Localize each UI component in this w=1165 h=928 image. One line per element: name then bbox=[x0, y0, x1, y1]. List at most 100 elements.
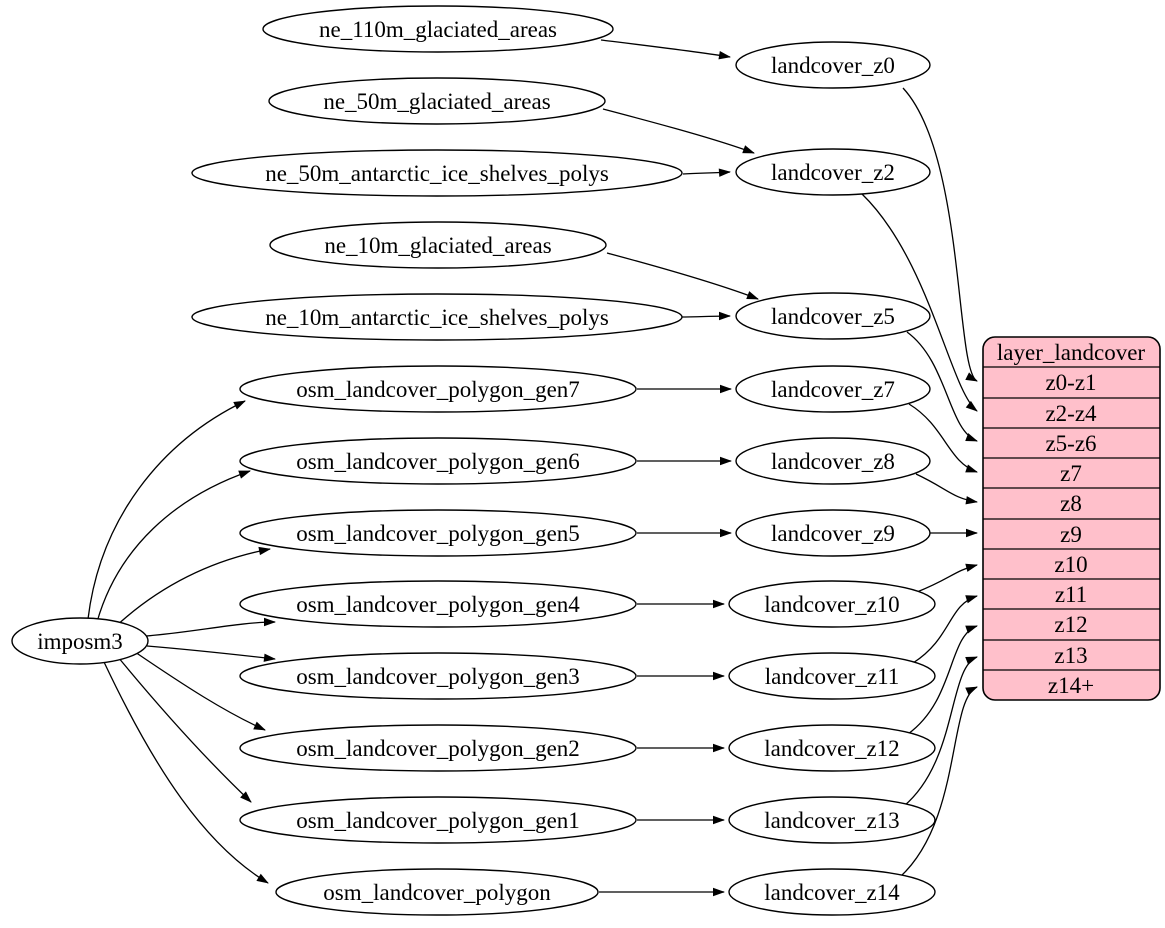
layer-row-z8: z8 bbox=[1060, 491, 1082, 516]
layer-row-z12: z12 bbox=[1054, 612, 1087, 637]
node-osm_landcover_polygon_gen2: osm_landcover_polygon_gen2 bbox=[239, 724, 637, 772]
source-ellipse bbox=[191, 149, 683, 197]
transform-label: landcover_z12 bbox=[764, 736, 899, 761]
edge-landcover_z13-layer-z13 bbox=[903, 656, 978, 807]
transform-ellipse bbox=[728, 652, 936, 700]
node-osm_landcover_polygon_gen7: osm_landcover_polygon_gen7 bbox=[239, 365, 637, 413]
source-label: ne_10m_antarctic_ice_shelves_polys bbox=[265, 305, 609, 330]
edge-imposm3-osm_landcover_polygon_gen3 bbox=[146, 645, 276, 662]
node-landcover_z5: landcover_z5 bbox=[735, 292, 931, 340]
layer-row-z2-z4: z2-z4 bbox=[1045, 401, 1097, 426]
edge-landcover_z2-layer-z2-z4 bbox=[861, 193, 978, 412]
transform-label: landcover_z10 bbox=[764, 592, 899, 617]
nodes-group: imposm3 ne_110m_glaciated_areas ne_50m_g… bbox=[11, 5, 1161, 916]
transform-label: landcover_z14 bbox=[764, 880, 900, 905]
transform-ellipse bbox=[728, 796, 936, 844]
edge-imposm3-osm_landcover_polygon_gen5 bbox=[113, 546, 271, 629]
node-ne_10m_antarctic_ice_shelves_polys: ne_10m_antarctic_ice_shelves_polys bbox=[191, 293, 683, 341]
edges-group bbox=[87, 39, 978, 897]
node-osm_landcover_polygon_gen5: osm_landcover_polygon_gen5 bbox=[239, 509, 637, 557]
node-imposm3: imposm3 bbox=[11, 617, 149, 665]
source-label: ne_10m_glaciated_areas bbox=[324, 233, 551, 258]
source-ellipse bbox=[239, 437, 637, 485]
node-ne_10m_glaciated_areas: ne_10m_glaciated_areas bbox=[269, 221, 607, 269]
source-ellipse bbox=[262, 5, 614, 53]
transform-ellipse bbox=[728, 868, 936, 916]
source-ellipse bbox=[269, 221, 607, 269]
edge-ne_10m_antarctic_ice_shelves_polys-landcover_z5 bbox=[680, 311, 731, 321]
node-landcover_z0: landcover_z0 bbox=[735, 41, 931, 89]
source-ellipse bbox=[268, 77, 606, 125]
edge-ne_10m_glaciated_areas-landcover_z5 bbox=[606, 252, 759, 300]
source-ellipse bbox=[239, 365, 637, 413]
node-ne_50m_glaciated_areas: ne_50m_glaciated_areas bbox=[268, 77, 606, 125]
layer-row-z5-z6: z5-z6 bbox=[1045, 431, 1096, 456]
node-osm_landcover_polygon_gen1: osm_landcover_polygon_gen1 bbox=[239, 796, 637, 844]
node-landcover_z14: landcover_z14 bbox=[728, 868, 936, 916]
transform-ellipse bbox=[735, 437, 931, 485]
transform-ellipse bbox=[735, 148, 931, 196]
node-landcover_z12: landcover_z12 bbox=[728, 724, 936, 772]
transform-label: landcover_z2 bbox=[771, 160, 895, 185]
source-ellipse bbox=[239, 580, 637, 628]
source-label: osm_landcover_polygon bbox=[323, 880, 551, 905]
node-landcover_z7: landcover_z7 bbox=[735, 365, 931, 413]
transform-label: landcover_z11 bbox=[765, 664, 900, 689]
layer-row-z0-z1: z0-z1 bbox=[1045, 370, 1096, 395]
node-osm_landcover_polygon_gen6: osm_landcover_polygon_gen6 bbox=[239, 437, 637, 485]
source-ellipse bbox=[239, 509, 637, 557]
imposm3-ellipse bbox=[11, 617, 149, 665]
source-label: ne_50m_glaciated_areas bbox=[323, 89, 550, 114]
edge-imposm3-osm_landcover_polygon_gen7 bbox=[87, 400, 246, 620]
edge-imposm3-osm_landcover_polygon bbox=[103, 661, 269, 884]
node-landcover_z10: landcover_z10 bbox=[728, 580, 936, 628]
source-ellipse bbox=[239, 724, 637, 772]
edge-landcover_z8-layer-z8 bbox=[915, 473, 978, 505]
transform-ellipse bbox=[728, 724, 936, 772]
layer-row-z7: z7 bbox=[1060, 461, 1082, 486]
layer-row-z10: z10 bbox=[1054, 552, 1087, 577]
node-landcover_z11: landcover_z11 bbox=[728, 652, 936, 700]
source-label: osm_landcover_polygon_gen7 bbox=[296, 377, 580, 402]
edge-imposm3-osm_landcover_polygon_gen6 bbox=[96, 470, 251, 623]
source-label: ne_50m_antarctic_ice_shelves_polys bbox=[265, 161, 609, 186]
source-label: osm_landcover_polygon_gen3 bbox=[296, 664, 580, 689]
source-label: osm_landcover_polygon_gen6 bbox=[296, 449, 580, 474]
source-label: ne_110m_glaciated_areas bbox=[319, 17, 557, 42]
transform-label: landcover_z0 bbox=[771, 53, 895, 78]
node-ne_50m_antarctic_ice_shelves_polys: ne_50m_antarctic_ice_shelves_polys bbox=[191, 149, 683, 197]
source-ellipse bbox=[239, 796, 637, 844]
node-layer_landcover: layer_landcover z0-z1 z2-z4 z5-z6 z7 z8 … bbox=[982, 336, 1161, 701]
transform-label: landcover_z7 bbox=[771, 377, 895, 402]
transform-label: landcover_z9 bbox=[771, 521, 895, 546]
transform-ellipse bbox=[735, 509, 931, 557]
transform-label: landcover_z5 bbox=[771, 304, 895, 329]
edge-landcover_z10-layer-z10 bbox=[916, 563, 978, 593]
source-ellipse bbox=[275, 868, 599, 916]
layer-row-z11: z11 bbox=[1055, 582, 1087, 607]
edge-imposm3-osm_landcover_polygon_gen4 bbox=[145, 617, 276, 637]
layer-row-z9: z9 bbox=[1060, 522, 1082, 547]
source-label: osm_landcover_polygon_gen5 bbox=[296, 521, 580, 546]
layer-title: layer_landcover bbox=[997, 340, 1145, 365]
source-label: osm_landcover_polygon_gen1 bbox=[296, 808, 580, 833]
transform-label: landcover_z13 bbox=[764, 808, 899, 833]
transform-ellipse bbox=[735, 292, 931, 340]
edge-ne_50m_glaciated_areas-landcover_z2 bbox=[602, 108, 755, 154]
edge-ne_50m_antarctic_ice_shelves_polys-landcover_z2 bbox=[682, 168, 731, 177]
node-ne_110m_glaciated_areas: ne_110m_glaciated_areas bbox=[262, 5, 614, 53]
node-osm_landcover_polygon_gen3: osm_landcover_polygon_gen3 bbox=[239, 652, 637, 700]
edge-landcover_z14-layer-z14plus bbox=[899, 686, 978, 878]
edge-landcover_z12-layer-z12 bbox=[907, 625, 978, 735]
node-landcover_z8: landcover_z8 bbox=[735, 437, 931, 485]
edge-imposm3-osm_landcover_polygon_gen2 bbox=[134, 651, 266, 731]
edge-imposm3-osm_landcover_polygon_gen1 bbox=[117, 656, 252, 803]
edge-ne_110m_glaciated_areas-landcover_z0 bbox=[600, 39, 731, 60]
node-landcover_z13: landcover_z13 bbox=[728, 796, 936, 844]
edge-landcover_z0-layer-z0-z1 bbox=[902, 87, 978, 382]
layer-row-z13: z13 bbox=[1054, 643, 1087, 668]
edge-landcover_z5-layer-z5-z6 bbox=[906, 331, 978, 442]
transform-ellipse bbox=[728, 580, 936, 628]
